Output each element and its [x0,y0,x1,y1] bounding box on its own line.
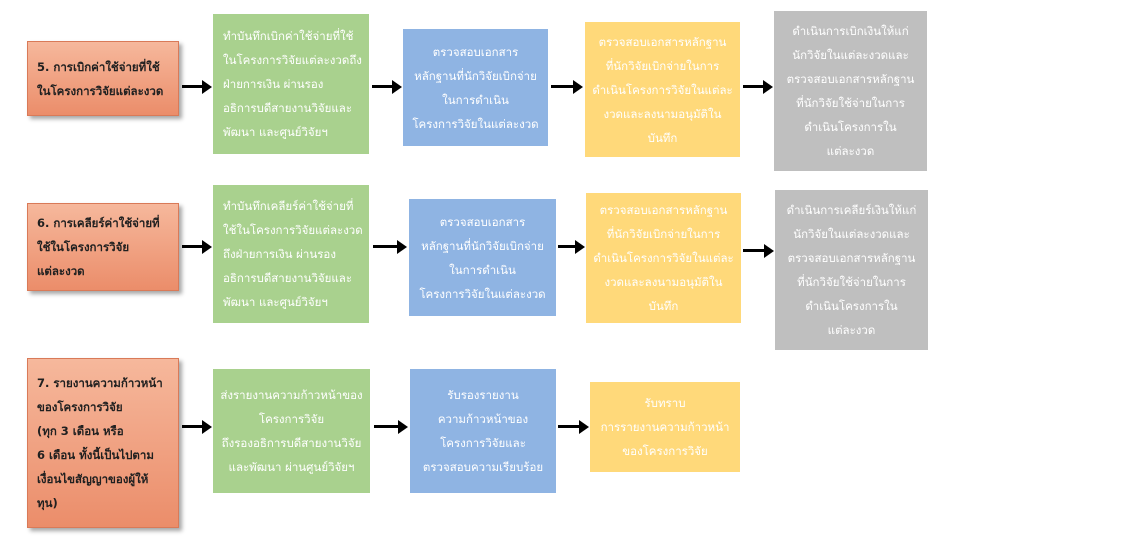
row6-arrow-4 [743,244,774,258]
row5-arrow-2 [372,80,402,94]
step-label-6: 6. การเคลียร์ค่าใช้จ่ายที่ ใช้ในโครงการว… [27,203,179,291]
row6-arrow-1 [182,240,212,254]
row5-arrow-1 [182,80,212,94]
step-label-7: 7. รายงานความก้าวหน้า ของโครงการวิจัย (ท… [27,358,179,528]
row5-arrow-3 [551,80,583,94]
row6-step2-box: ตรวจสอบเอกสาร หลักฐานที่นักวิจัยเบิกจ่าย… [409,199,556,316]
row6-arrow-2 [373,240,407,254]
row7-step1-box: ส่งรายงานความก้าวหน้าของ โครงการวิจัย ถึ… [213,369,370,493]
row6-step4-box: ดำเนินการเคลียร์เงินให้แก่ นักวิจัยในแต่… [775,190,928,350]
row5-arrow-4 [743,80,773,94]
row7-arrow-1 [182,420,212,434]
row6-step3-box: ตรวจสอบเอกสารหลักฐาน ที่นักวิจัยเบิกจ่าย… [586,193,741,323]
row5-step1-box: ทำบันทึกเบิกค่าใช้จ่ายที่ใช้ ในโครงการวิ… [213,14,369,154]
row6-arrow-3 [558,240,585,254]
row6-step1-box: ทำบันทึกเคลียร์ค่าใช้จ่ายที่ ใช้ในโครงกา… [213,185,369,323]
row5-step3-box: ตรวจสอบเอกสารหลักฐาน ที่นักวิจัยเบิกจ่าย… [585,22,740,157]
row7-step2-box: รับรองรายงาน ความก้าวหน้าของ โครงการวิจั… [410,369,556,493]
row7-arrow-3 [558,420,589,434]
row7-arrow-2 [374,420,408,434]
row7-step3-box: รับทราบ การรายงานความก้าวหน้า ของโครงการ… [590,382,740,472]
step-label-5: 5. การเบิกค่าใช้จ่ายที่ใช้ ในโครงการวิจั… [27,41,179,116]
row5-step4-box: ดำเนินการเบิกเงินให้แก่ นักวิจัยในแต่ละง… [774,11,927,171]
row5-step2-box: ตรวจสอบเอกสาร หลักฐานที่นักวิจัยเบิกจ่าย… [403,29,548,146]
